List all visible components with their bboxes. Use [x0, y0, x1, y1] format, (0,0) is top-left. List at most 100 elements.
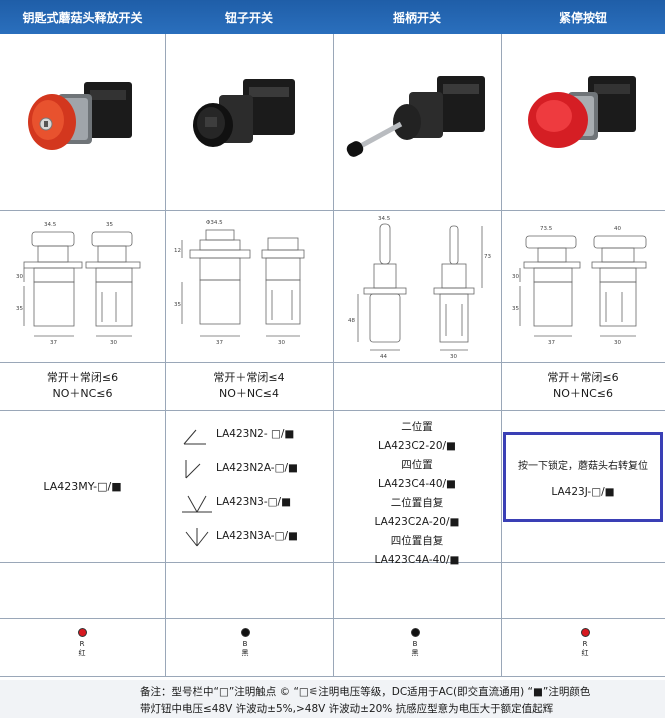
joystick-switch-photo	[346, 76, 485, 157]
model-code: LA423N3-□/■	[216, 496, 292, 508]
dim-base-label: 30	[450, 354, 457, 360]
column-divider	[333, 34, 334, 676]
dim-height-label: 35	[512, 306, 519, 312]
model-code: LA423N2A-□/■	[216, 462, 298, 474]
model-code: LA423C2-20/■	[378, 440, 456, 452]
toggle-model-list: LA423N2- □/■ LA423N2A-□/■ LA423N3-□/■	[166, 420, 332, 560]
joystick-model-list: 二位置 LA423C2-20/■ 四位置 LA423C4-40/■ 二位置自复 …	[333, 418, 501, 570]
footer-notes: 备注：型号栏中“□”注明触点 © “□⚟注明电压等级，DC适用于AC(即交直流通…	[0, 680, 665, 718]
contact-config-cn: 常开＋常闭≤6	[46, 371, 119, 384]
contact-config-cell: 常开＋常闭≤6 NO＋NC≤6	[501, 362, 665, 410]
dim-width-label: 35	[106, 222, 113, 228]
contact-config-cn: 常开＋常闭≤4	[213, 371, 285, 384]
dim-base-label: 30	[110, 340, 117, 346]
list-item: LA423N3A-□/■	[166, 522, 332, 552]
footer-note-line: 带灯钮中电压≤48V 许波动±5%,>48V 许波动±20% 抗感应型意为电压大…	[140, 703, 554, 715]
dim-height-label: 48	[348, 318, 355, 324]
position-label: 四位置自复	[390, 535, 444, 547]
list-item: LA423N2- □/■	[166, 420, 332, 450]
model-code: LA423J-□/■	[551, 485, 615, 498]
toggle-angle-icon	[185, 460, 201, 479]
dim-base-label: 44	[380, 354, 387, 360]
contact-config-en: NO＋NC≤6	[52, 387, 113, 400]
color-name: 黑	[241, 649, 249, 657]
color-indicator: B 黑	[405, 628, 425, 668]
dim-width-label: Φ34.5	[206, 220, 223, 226]
color-code: B	[242, 640, 248, 648]
color-dot-icon	[410, 628, 420, 637]
row-divider	[0, 362, 665, 363]
dim-base-label: 37	[548, 340, 555, 346]
toggle-angle-icon	[185, 528, 209, 547]
dim-base-label: 30	[614, 340, 621, 346]
dim-height-label: 35	[174, 302, 181, 308]
color-name: 红	[581, 649, 589, 657]
model-code: LA423N3A-□/■	[216, 530, 298, 542]
contact-config-en: NO＋NC≤6	[552, 387, 613, 400]
toggle-dimension-drawing: Φ34.5 12 35 37 30	[174, 220, 305, 346]
color-code: R	[79, 640, 85, 648]
color-name: 黑	[411, 649, 419, 657]
joystick-dimension-drawing: 34.5 73 48 44 30	[348, 216, 491, 360]
dim-width-label: 73.5	[540, 226, 553, 232]
list-item: LA423N3-□/■	[166, 488, 332, 518]
color-name: 红	[78, 649, 86, 657]
row-divider	[0, 410, 665, 411]
contact-config-en: NO＋NC≤4	[218, 387, 279, 400]
position-label: 二位置	[401, 421, 433, 433]
contact-config-cell: 常开＋常闭≤4 NO＋NC≤4	[165, 362, 333, 410]
position-label: 四位置	[401, 459, 433, 471]
table-header: 钥匙式蘑菇头释放开关 钮子开关 摇柄开关 紧停按钮	[0, 0, 665, 34]
model-code: LA423MY-□/■	[43, 479, 122, 493]
row-divider	[0, 562, 665, 563]
footer-note-line: 备注：型号栏中“□”注明触点 © “□⚟注明电压等级，DC适用于AC(即交直流通…	[140, 686, 591, 698]
dim-height-label: 73	[484, 254, 491, 260]
color-code: B	[412, 640, 418, 648]
estop-dimension-drawing: 73.5 40 30 35 37 30	[512, 226, 647, 346]
list-item: LA423N2A-□/■	[166, 454, 332, 484]
dim-base-label: 30	[278, 340, 285, 346]
color-dot-icon	[77, 628, 87, 637]
dim-width-label: 34.5	[378, 216, 391, 222]
toggle-switch-photo	[193, 79, 295, 147]
estop-model-highlight: 按一下锁定，蘑菇头右转复位 LA423J-□/■	[503, 432, 663, 522]
key-mushroom-switch-photo	[28, 82, 132, 150]
header-joystick-switch: 摇柄开关	[392, 10, 441, 25]
dim-height-label: 30	[16, 274, 23, 280]
row-divider	[0, 676, 665, 677]
model-cell-key-mushroom: LA423MY-□/■	[0, 410, 165, 562]
toggle-angle-icon	[183, 429, 206, 445]
header-toggle-switch: 钮子开关	[224, 10, 273, 25]
contact-config-cell: 常开＋常闭≤6 NO＋NC≤6	[0, 362, 165, 410]
column-divider	[501, 34, 502, 676]
position-label: 二位置自复	[390, 497, 444, 509]
dim-base-label: 37	[50, 340, 57, 346]
toggle-angle-icon	[182, 495, 212, 513]
column-divider	[165, 34, 166, 676]
model-code: LA423C2A-20/■	[374, 516, 460, 528]
key-mushroom-dimension-drawing: 34.5 35 30 35 37 30	[16, 222, 141, 346]
color-indicator: R 红	[575, 628, 595, 668]
header-key-mushroom: 钥匙式蘑菇头释放开关	[22, 10, 143, 25]
color-code: R	[582, 640, 588, 648]
dim-height-label: 30	[512, 274, 519, 280]
estop-description: 按一下锁定，蘑菇头右转复位	[518, 460, 648, 472]
color-indicator: R 红	[72, 628, 92, 668]
color-indicator: B 黑	[235, 628, 255, 668]
model-code: LA423C4-40/■	[378, 478, 456, 490]
row-divider	[0, 210, 665, 211]
dim-height-label: 12	[174, 248, 181, 254]
color-dot-icon	[240, 628, 250, 637]
dim-base-label: 37	[216, 340, 223, 346]
model-code: LA423N2- □/■	[216, 428, 295, 440]
color-dot-icon	[580, 628, 590, 637]
dim-width-label: 34.5	[44, 222, 57, 228]
contact-config-cn: 常开＋常闭≤6	[547, 371, 619, 384]
row-divider	[0, 618, 665, 619]
dim-width-label: 40	[614, 226, 621, 232]
model-code: LA423C4A-40/■	[374, 554, 460, 566]
emergency-stop-photo	[528, 76, 636, 148]
header-emergency-stop: 紧停按钮	[558, 10, 607, 25]
dim-height-label: 35	[16, 306, 23, 312]
